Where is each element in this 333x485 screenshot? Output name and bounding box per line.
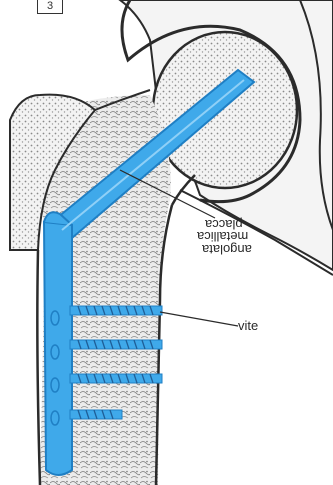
screw	[70, 306, 162, 315]
screw-label: vite	[238, 320, 258, 332]
femoral-head	[153, 32, 297, 188]
plate-label-line3: angolata	[202, 243, 252, 255]
screw-leader-line	[160, 312, 238, 326]
screw	[70, 374, 162, 383]
femoral-neck-lower	[172, 175, 195, 205]
femur-left-cortex	[37, 250, 40, 485]
screw	[70, 410, 122, 419]
panel-number: 3	[37, 0, 63, 14]
plate-label-line2: metallica	[197, 230, 248, 242]
screw	[70, 340, 162, 349]
